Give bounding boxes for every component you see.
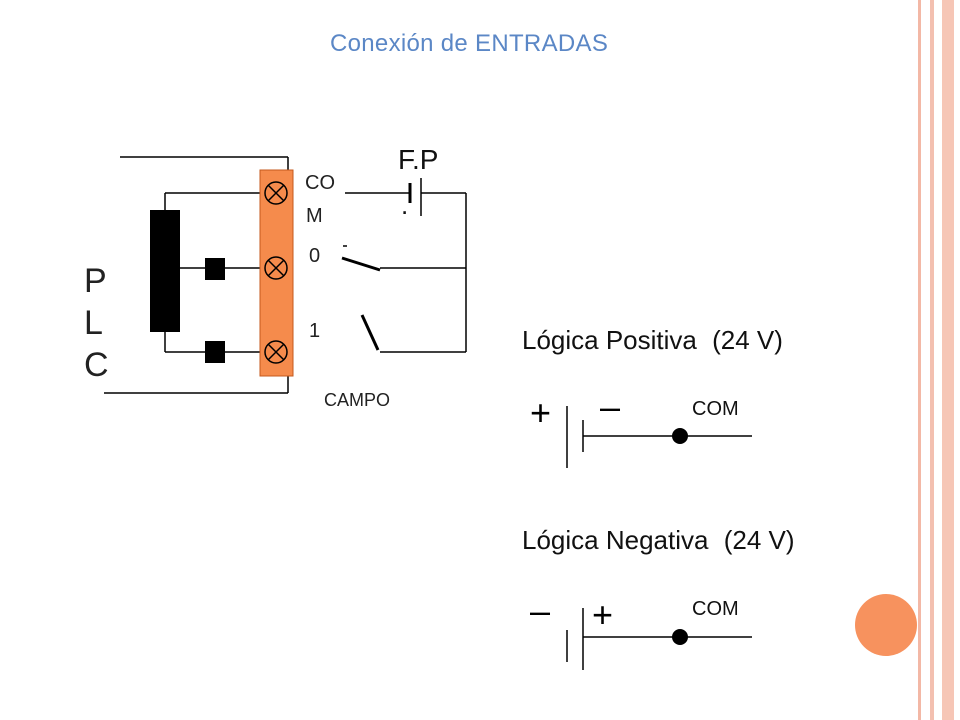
terminal-com-label-1: CO	[305, 172, 335, 194]
negative-logic-plus: +	[592, 594, 614, 635]
plc-input-square-1	[205, 341, 225, 363]
positive-logic-minus: –	[600, 386, 621, 427]
field-label: CAMPO	[324, 390, 391, 410]
page-title: Conexión de ENTRADAS	[330, 30, 609, 57]
frame-line-right	[942, 0, 954, 720]
frame-line-mid	[930, 0, 934, 720]
frame-line-left	[918, 0, 921, 720]
positive-logic-plus: +	[530, 392, 552, 433]
positive-logic-com: COM	[692, 398, 739, 420]
pos-com-dot	[672, 428, 688, 444]
plc-letter-p: P	[84, 262, 107, 300]
terminal-1-label: 1	[309, 320, 321, 342]
switch-1	[360, 314, 380, 351]
positive-logic-label: Lógica Positiva (24 V)	[522, 325, 783, 356]
positive-logic-name: Lógica Positiva	[522, 325, 697, 355]
plc-input-block	[150, 210, 180, 332]
negative-logic-label: Lógica Negativa (24 V)	[522, 525, 795, 556]
terminal-screw-1	[264, 340, 288, 364]
plc-input-square-0	[205, 258, 225, 280]
switch-0	[341, 256, 381, 272]
terminal-com-label-2: M	[306, 205, 323, 227]
plc-letter-c: C	[84, 346, 109, 384]
terminal-0-label: 0	[309, 245, 321, 267]
power-supply-label: F.P	[398, 144, 439, 175]
plc-letter-l: L	[84, 304, 103, 342]
negative-logic-name: Lógica Negativa	[522, 525, 709, 555]
decor-circle	[855, 594, 917, 656]
negative-logic-voltage: (24 V)	[723, 525, 795, 555]
terminal-screw-0	[264, 256, 288, 280]
plc-label: P L C	[84, 260, 109, 386]
negative-logic-minus: –	[530, 590, 551, 631]
power-supply-label-dot: .	[401, 190, 409, 220]
neg-com-dot	[672, 629, 688, 645]
negative-logic-com: COM	[692, 598, 739, 620]
positive-logic-voltage: (24 V)	[712, 325, 783, 355]
terminal-screw-com	[264, 181, 288, 205]
